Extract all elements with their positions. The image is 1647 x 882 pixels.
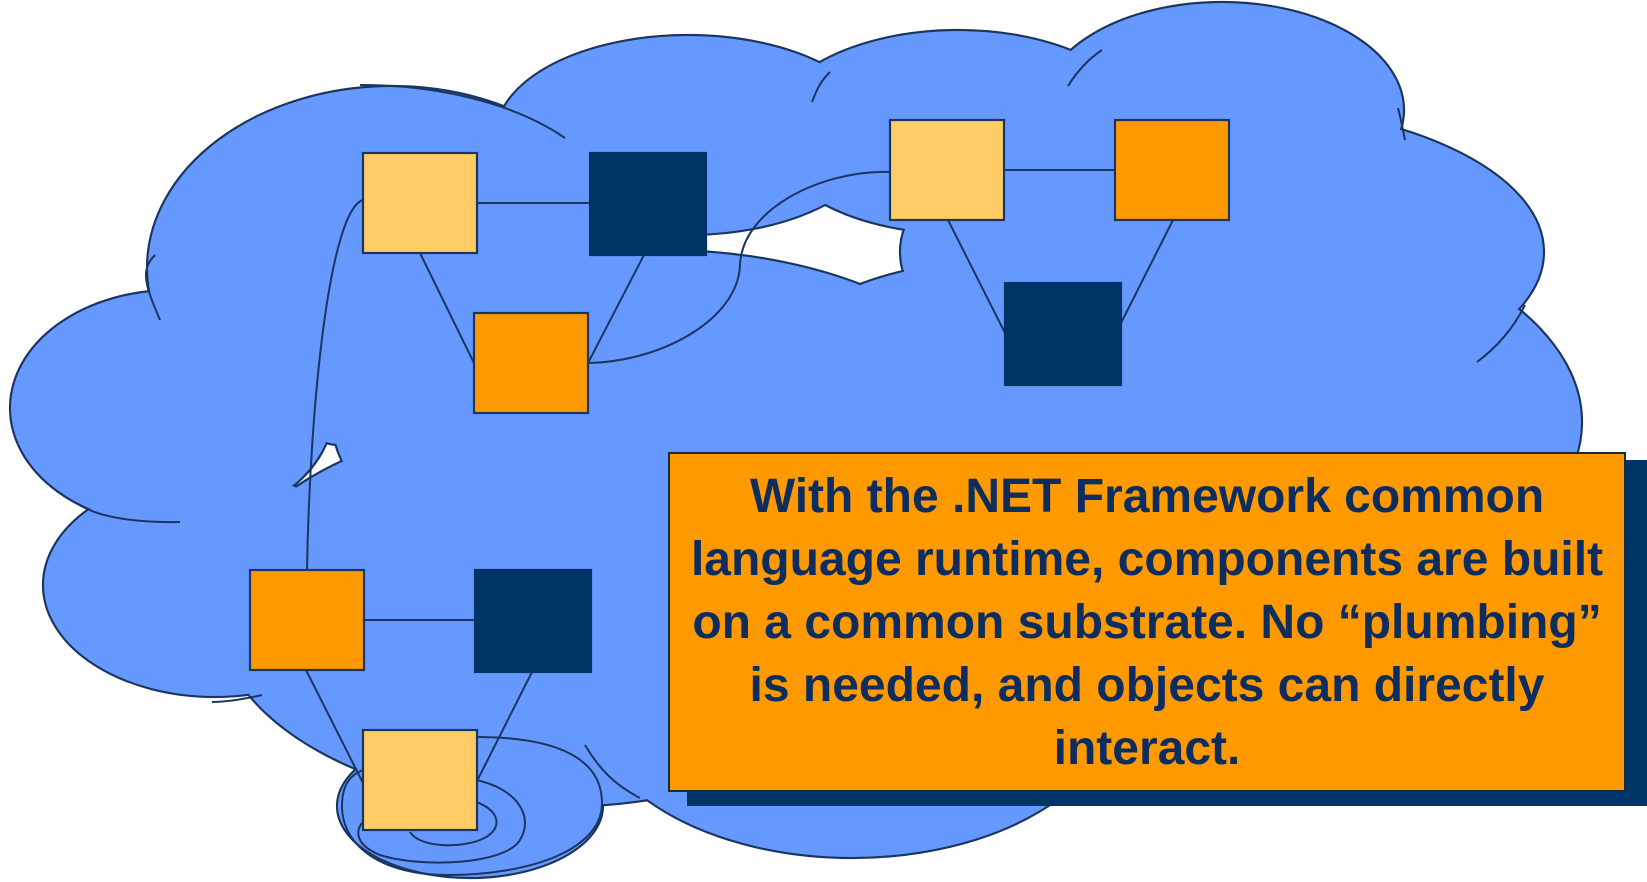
component-orange-lower-left bbox=[248, 568, 366, 672]
component-dark-upper-right bbox=[1003, 281, 1123, 387]
component-dark-upper-left bbox=[588, 151, 708, 257]
component-dark-lower-left bbox=[473, 568, 593, 674]
cloud-scallop-arcs bbox=[79, 49, 1526, 799]
component-light-upper-right bbox=[888, 118, 1006, 222]
callout-box: With the .NET Framework common language … bbox=[668, 452, 1626, 792]
callout-text: With the .NET Framework common language … bbox=[690, 469, 1604, 775]
component-connections bbox=[305, 169, 1174, 877]
component-light-lower-left bbox=[361, 728, 479, 832]
component-light-upper-left bbox=[361, 151, 479, 255]
component-orange-upper-right bbox=[1113, 118, 1231, 222]
component-squares bbox=[248, 118, 1231, 832]
component-orange-upper-left bbox=[472, 311, 590, 415]
